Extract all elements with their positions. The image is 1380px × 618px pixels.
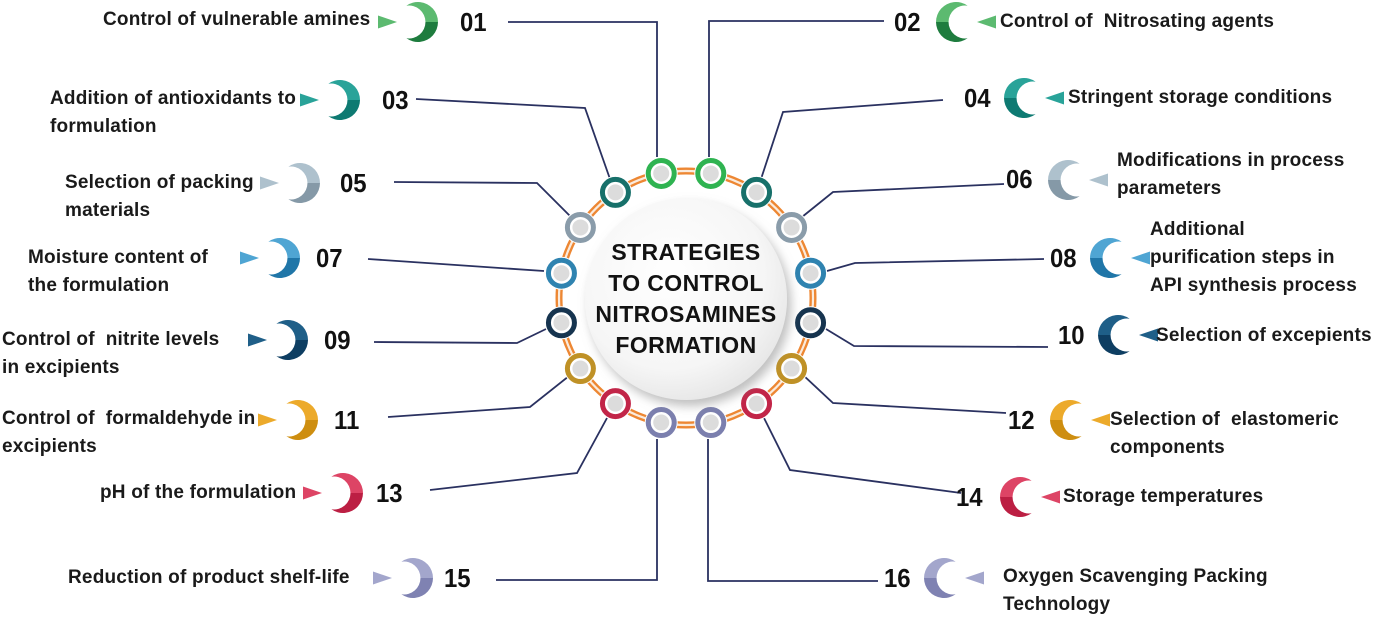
item-12-number: 12 [1008, 405, 1035, 435]
crescent-arrow-icon [1048, 400, 1112, 440]
crescent-arrow-icon [246, 320, 310, 360]
item-10-label: Selection of excepients [1156, 325, 1372, 346]
crescent-arrow-icon [376, 2, 440, 42]
item-15-label: Reduction of product shelf-life [68, 567, 350, 588]
item-16-number: 16 [884, 563, 911, 593]
item-16-label: Oxygen Scavenging Packing Technology [1003, 566, 1268, 615]
item-11-number: 11 [334, 405, 360, 435]
crescent-arrow-icon [998, 477, 1062, 517]
crescent-arrow-icon [1096, 315, 1160, 355]
item-03-number: 03 [382, 85, 409, 115]
item-13-label: pH of the formulation [100, 482, 297, 503]
crescent-arrow-icon [922, 558, 986, 598]
crescent-arrow-icon [301, 473, 365, 513]
item-11-label: Control of formaldehyde in excipients [2, 408, 256, 457]
item-04-label: Stringent storage conditions [1068, 87, 1333, 108]
item-12-label: Selection of elastomeric components [1110, 409, 1339, 458]
crescent-arrow-icon [258, 163, 322, 203]
item-14-label: Storage temperatures [1063, 486, 1264, 507]
item-02-label: Control of Nitrosating agents [1000, 11, 1275, 32]
item-14-number: 14 [956, 482, 983, 512]
item-09-label: Control of nitrite levels in excipients [2, 329, 220, 378]
crescent-arrow-icon [1088, 238, 1152, 278]
item-07-label: Moisture content of the formulation [28, 247, 209, 296]
item-06-label: Modifications in process parameters [1117, 150, 1345, 199]
item-09-number: 09 [324, 325, 351, 355]
crescent-arrow-icon [934, 2, 998, 42]
crescent-arrow-icon [371, 558, 435, 598]
item-02-number: 02 [894, 7, 921, 37]
item-07-number: 07 [316, 243, 343, 273]
item-08-label: Additional purification steps in API syn… [1150, 219, 1357, 296]
crescent-arrow-icon [298, 80, 362, 120]
center-title: STRATEGIES TO CONTROL NITROSAMINES FORMA… [595, 239, 777, 358]
item-01-label: Control of vulnerable amines [103, 9, 371, 30]
item-05-label: Selection of packing materials [65, 172, 254, 221]
item-13-number: 13 [376, 478, 403, 508]
item-15-number: 15 [444, 563, 471, 593]
item-10-number: 10 [1058, 320, 1085, 350]
item-05-number: 05 [340, 168, 367, 198]
crescent-arrow-icon [238, 238, 302, 278]
item-06-number: 06 [1006, 164, 1033, 194]
crescent-arrow-icon [1046, 160, 1110, 200]
item-08-number: 08 [1050, 243, 1077, 273]
item-03-label: Addition of antioxidants to formulation [50, 88, 297, 137]
item-04-number: 04 [964, 83, 991, 113]
crescent-arrow-icon [1002, 78, 1066, 118]
item-01-number: 01 [460, 7, 487, 37]
crescent-arrow-icon [256, 400, 320, 440]
